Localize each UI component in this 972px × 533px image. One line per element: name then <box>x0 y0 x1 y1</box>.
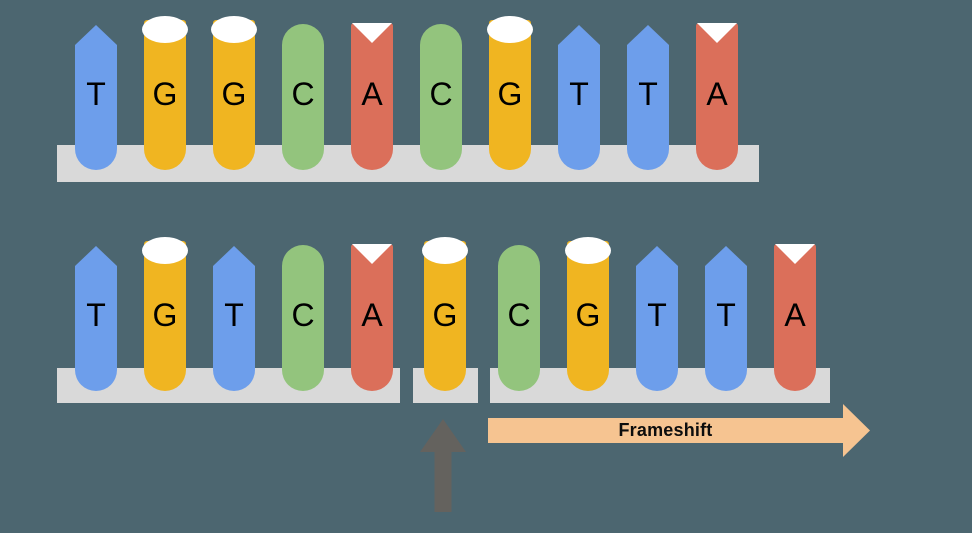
base-notch-icon <box>142 16 188 43</box>
base-letter: T <box>716 297 736 333</box>
base-shape <box>424 241 466 391</box>
base-C: C <box>282 20 324 170</box>
base-letter: G <box>221 76 247 112</box>
base-letter: T <box>638 76 658 112</box>
base-G: G <box>422 237 468 391</box>
base-shape <box>75 25 117 170</box>
base-letter: A <box>361 76 383 112</box>
base-letter: G <box>497 76 523 112</box>
base-letter: T <box>569 76 589 112</box>
base-notch-icon <box>487 16 533 43</box>
base-shape <box>282 24 324 170</box>
base-letter: G <box>152 297 178 333</box>
base-shape <box>144 241 186 391</box>
base-A: A <box>351 20 393 170</box>
base-G: G <box>142 237 188 391</box>
base-letter: G <box>575 297 601 333</box>
base-letter: C <box>507 297 531 333</box>
base-T: T <box>75 20 117 170</box>
base-letter: T <box>224 297 244 333</box>
base-letter: T <box>86 76 106 112</box>
base-shape <box>489 20 531 170</box>
base-G: G <box>487 16 533 170</box>
base-letter: A <box>706 76 728 112</box>
base-shape <box>498 245 540 391</box>
base-letter: T <box>86 297 106 333</box>
base-shape <box>696 23 738 170</box>
base-C: C <box>420 20 462 170</box>
frameshift-label: Frameshift <box>618 420 713 440</box>
base-T: T <box>705 241 747 391</box>
base-shape <box>636 246 678 391</box>
base-letter: A <box>784 297 806 333</box>
base-shape <box>774 244 816 391</box>
base-shape <box>420 24 462 170</box>
base-letter: C <box>429 76 453 112</box>
base-notch-icon <box>422 237 468 264</box>
base-notch-icon <box>142 237 188 264</box>
base-T: T <box>75 241 117 391</box>
frameshift-arrow-body: Frameshift <box>488 418 843 443</box>
base-shape <box>213 20 255 170</box>
base-T: T <box>627 20 669 170</box>
base-A: A <box>774 241 816 391</box>
base-T: T <box>636 241 678 391</box>
base-letter: T <box>647 297 667 333</box>
frameshift-arrow-icon: Frameshift <box>488 404 870 457</box>
base-shape <box>144 20 186 170</box>
base-shape <box>705 246 747 391</box>
frameshift-arrow-head <box>843 404 870 457</box>
base-notch-icon <box>565 237 611 264</box>
base-G: G <box>565 237 611 391</box>
base-letter: G <box>152 76 178 112</box>
base-A: A <box>696 20 738 170</box>
base-letter: C <box>291 297 315 333</box>
base-letter: G <box>432 297 458 333</box>
base-shape <box>282 245 324 391</box>
base-shape <box>351 23 393 170</box>
base-shape <box>627 25 669 170</box>
base-G: G <box>211 16 257 170</box>
base-T: T <box>558 20 600 170</box>
base-shape <box>567 241 609 391</box>
base-C: C <box>282 241 324 391</box>
base-letter: A <box>361 297 383 333</box>
base-G: G <box>142 16 188 170</box>
base-T: T <box>213 241 255 391</box>
base-notch-icon <box>211 16 257 43</box>
base-C: C <box>498 241 540 391</box>
base-shape <box>351 244 393 391</box>
base-shape <box>558 25 600 170</box>
base-shape <box>213 246 255 391</box>
base-letter: C <box>291 76 315 112</box>
base-shape <box>75 246 117 391</box>
base-A: A <box>351 241 393 391</box>
